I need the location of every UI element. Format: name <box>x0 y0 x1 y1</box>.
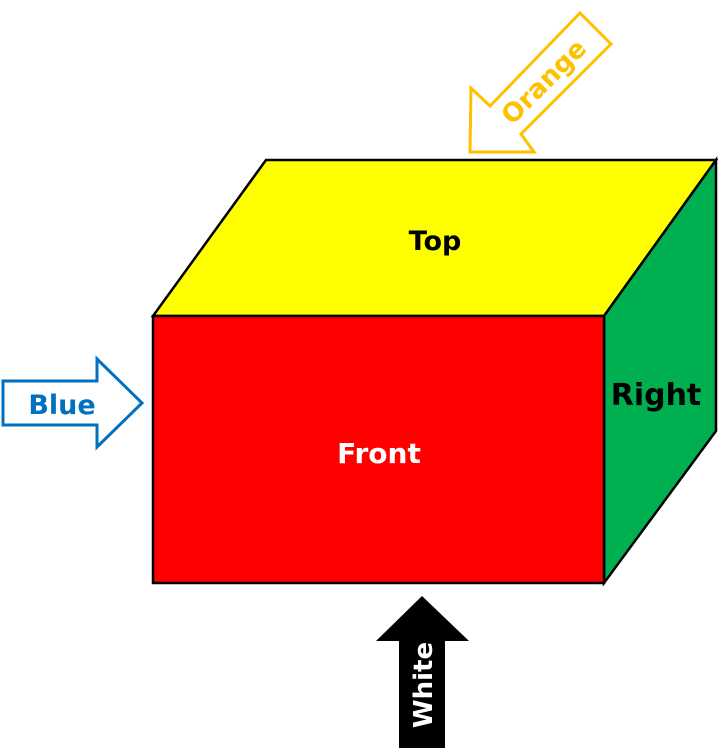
front-face <box>151 314 606 585</box>
blue-label: Blue <box>28 390 95 421</box>
right-label: Right <box>611 378 702 413</box>
white-label: White <box>409 642 439 728</box>
orange-arrow-icon <box>468 10 614 154</box>
white-arrow-icon <box>376 596 469 748</box>
front-label: Front <box>337 437 421 470</box>
top-label: Top <box>409 226 462 257</box>
blue-arrow-icon <box>1 355 145 451</box>
